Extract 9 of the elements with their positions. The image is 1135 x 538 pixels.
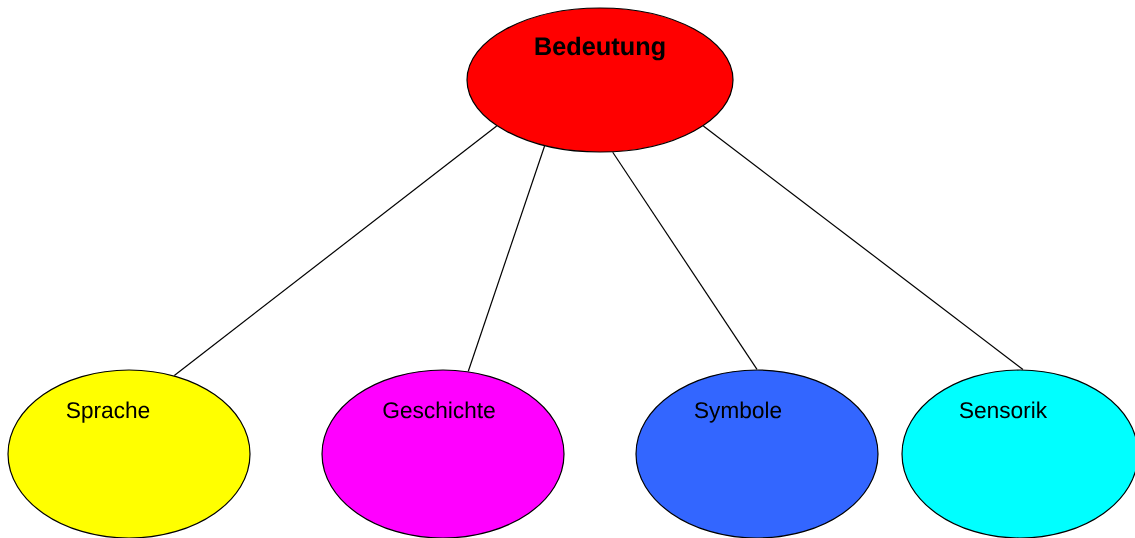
ellipse-node: Symbole bbox=[635, 369, 879, 538]
connector-line bbox=[467, 145, 546, 372]
ellipse-node: Geschichte bbox=[321, 369, 565, 538]
ellipse-node: Sensorik bbox=[901, 369, 1135, 538]
connector-line bbox=[702, 125, 1024, 371]
ellipse-node: Sprache bbox=[7, 369, 251, 538]
ellipse-node: Bedeutung bbox=[466, 7, 734, 153]
connector-line bbox=[173, 125, 498, 377]
connector-line bbox=[612, 151, 758, 370]
